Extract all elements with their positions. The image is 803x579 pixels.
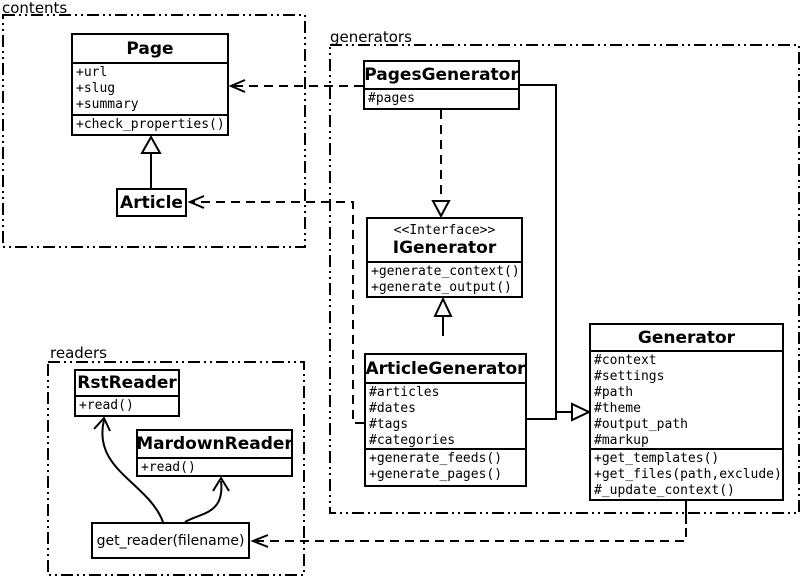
dependency-generator-getreader-line (256, 528, 687, 542)
package-generators-label: generators (330, 28, 412, 46)
attribute: +slug (76, 81, 116, 96)
method: +generate_feeds() (369, 451, 503, 466)
class-igenerator-name: IGenerator (392, 237, 497, 258)
class-mardownreader: MardownReader +read() (136, 429, 293, 477)
class-igenerator: <<Interface>> IGenerator +generate_conte… (366, 217, 523, 298)
attribute: #path (594, 385, 634, 400)
package-contents-label: contents (2, 0, 68, 17)
method: +generate_output() (371, 280, 512, 295)
class-generator-title: Generator (637, 327, 736, 348)
function-get-reader: get_reader(filename) (91, 522, 250, 559)
method: +get_files(path,exclude) (594, 467, 782, 482)
generalization-generator-arrowhead (571, 402, 592, 422)
attribute: +summary (76, 97, 139, 112)
class-articlegenerator: ArticleGenerator #articles #dates #tags … (364, 353, 527, 487)
method: +read() (141, 460, 196, 475)
dependency-pagesgenerator-page-arrowhead (228, 79, 246, 93)
attribute: #categories (369, 433, 456, 448)
realization-pagesgenerator-igenerator-arrowhead (431, 200, 451, 219)
method: +generate_context() (371, 264, 520, 279)
dependency-articlegenerator-article-arrowhead (187, 195, 205, 209)
class-articlegenerator-methods: +generate_feeds() +generate_pages() (366, 448, 525, 485)
arrow-getreader-mardownreader-line (184, 480, 223, 523)
class-page-attributes: +url +slug +summary (73, 62, 227, 114)
attribute: #dates (369, 401, 416, 416)
class-articlegenerator-title: ArticleGenerator (365, 358, 526, 379)
dependency-generator-getreader-arrowhead (250, 534, 269, 548)
class-pagesgenerator-attributes: #pages (365, 88, 518, 108)
method: +check_properties() (76, 117, 225, 132)
class-articlegenerator-attributes: #articles #dates #tags #categories (366, 382, 525, 448)
class-rstreader-title: RstReader (77, 373, 177, 393)
method: +generate_pages() (369, 467, 503, 482)
class-mardownreader-methods: +read() (138, 457, 291, 475)
class-igenerator-methods: +generate_context() +generate_output() (368, 261, 521, 296)
method: +get_templates() (594, 451, 720, 466)
class-rstreader-methods: +read() (76, 395, 178, 415)
package-readers-label: readers (50, 344, 107, 362)
class-generator-methods: +get_templates() +get_files(path,exclude… (591, 448, 782, 499)
attribute: +url (76, 65, 108, 80)
generalization-article-page-arrowhead (140, 134, 162, 154)
generalization-articlegenerator-igenerator-arrowhead (433, 296, 453, 317)
method: #_update_context() (594, 483, 735, 498)
class-mardownreader-title: MardownReader (136, 434, 293, 454)
attribute: #theme (594, 401, 641, 416)
attribute: #markup (594, 433, 649, 448)
class-article: Article (116, 188, 187, 217)
attribute: #articles (369, 385, 440, 400)
class-generator-attributes: #context #settings #path #theme #output_… (591, 350, 782, 448)
attribute: #output_path (594, 417, 688, 432)
class-generator: Generator #context #settings #path #them… (589, 323, 784, 501)
class-pagesgenerator-title: PagesGenerator (364, 65, 519, 85)
method: +read() (79, 398, 134, 413)
class-page: Page +url +slug +summary +check_properti… (71, 33, 229, 136)
class-igenerator-title: <<Interface>> IGenerator (368, 219, 521, 261)
arrow-getreader-mardownreader-arrowhead (212, 476, 230, 492)
interface-stereotype: <<Interface>> (393, 222, 496, 238)
class-article-title: Article (120, 192, 183, 213)
class-rstreader: RstReader +read() (74, 369, 180, 417)
class-page-title: Page (126, 38, 174, 59)
attribute: #settings (594, 369, 665, 384)
dependency-articlegenerator-article-line (192, 201, 364, 424)
attribute: #pages (368, 91, 415, 106)
attribute: #context (594, 353, 657, 368)
class-page-methods: +check_properties() (73, 114, 227, 134)
attribute: #tags (369, 417, 409, 432)
class-pagesgenerator: PagesGenerator #pages (363, 60, 520, 110)
arrow-getreader-rstreader-arrowhead (93, 416, 111, 432)
